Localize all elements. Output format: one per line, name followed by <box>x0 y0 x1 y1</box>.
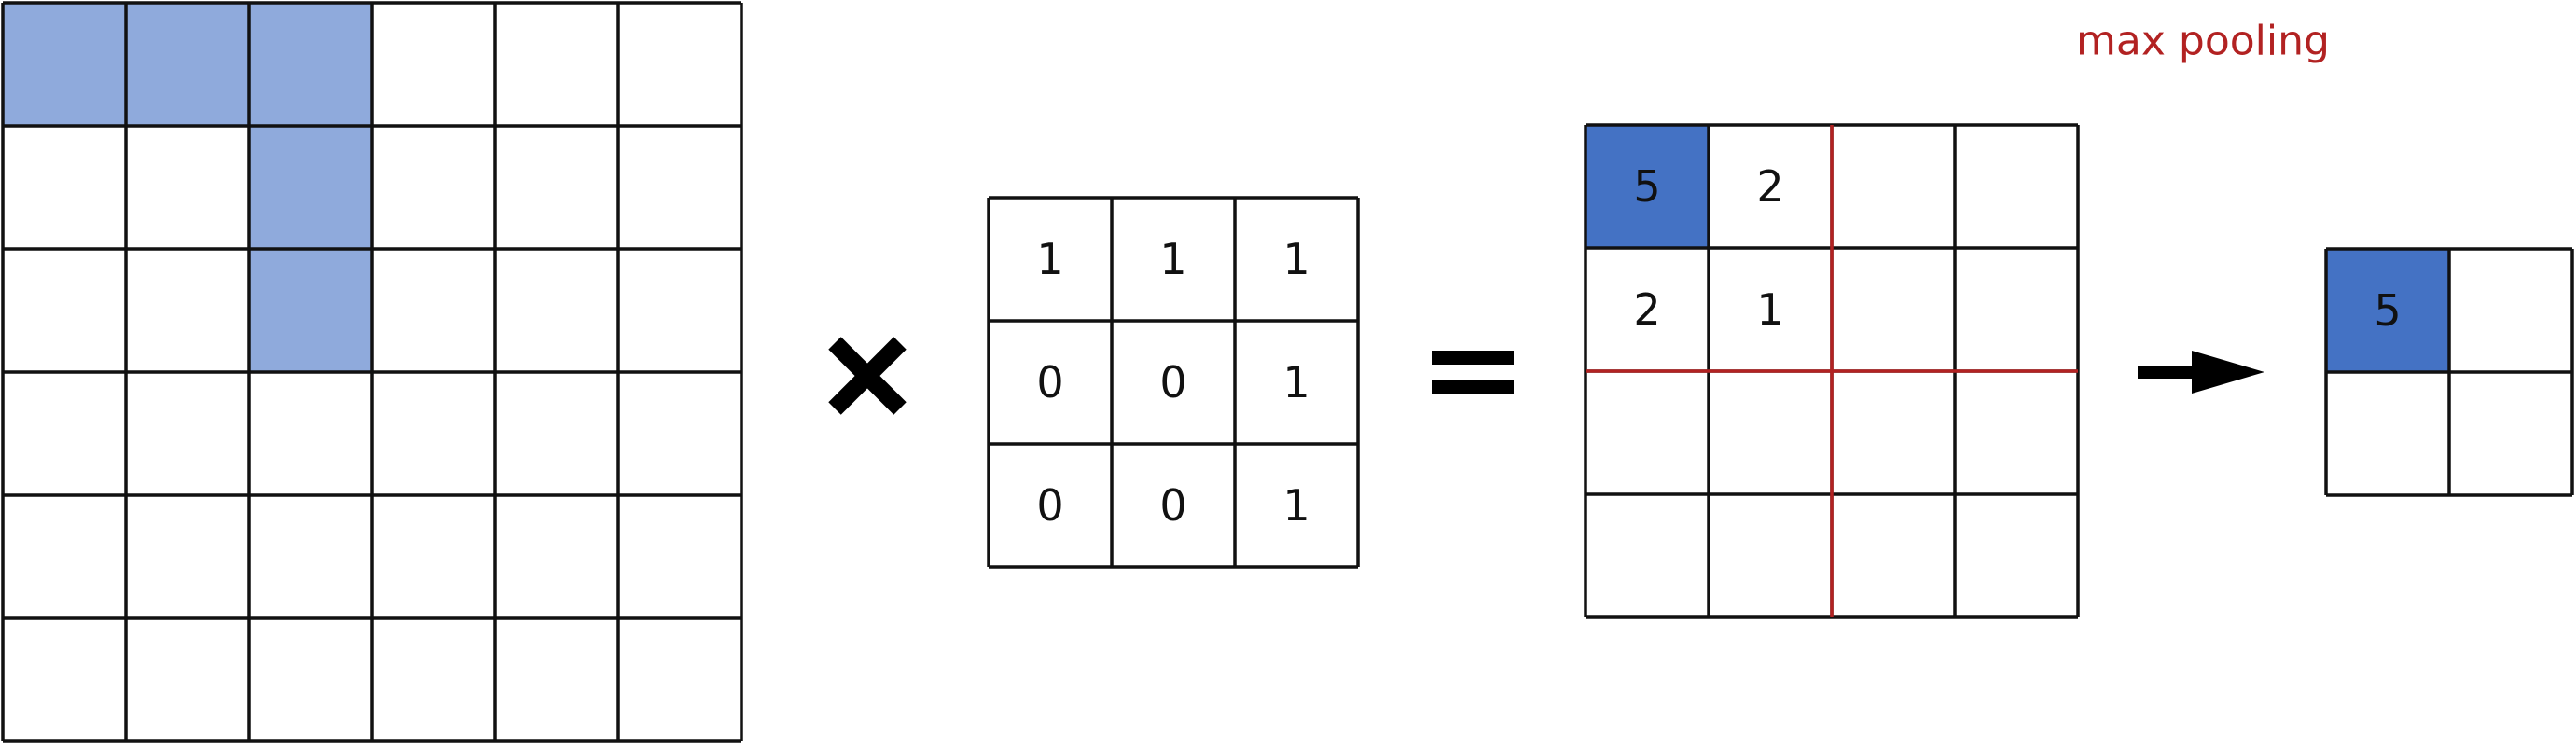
multiply-icon <box>828 337 907 415</box>
cell-value: 5 <box>1633 161 1660 212</box>
grid-cell <box>372 126 495 249</box>
grid-cell <box>1709 494 1832 617</box>
grid-cell <box>126 372 249 495</box>
grid-cell <box>2449 249 2572 372</box>
cell-value: 0 <box>1159 357 1186 408</box>
grid-cell <box>1235 198 1358 321</box>
grid-cell <box>1832 371 1955 494</box>
grid-cell <box>618 618 741 741</box>
grid-cell <box>249 618 372 741</box>
grid-cell <box>1586 371 1709 494</box>
grid-cell <box>1709 371 1832 494</box>
grid-cell <box>1955 494 2078 617</box>
grid-cell <box>495 372 618 495</box>
cell-value: 1 <box>1159 234 1186 284</box>
cell-value: 2 <box>1756 161 1783 212</box>
cell-value: 1 <box>1756 284 1783 335</box>
grid-cell <box>3 249 126 372</box>
grid-cell <box>495 495 618 618</box>
grid-cell <box>1832 248 1955 371</box>
grid-cell <box>495 249 618 372</box>
grid-cell <box>618 3 741 126</box>
grid-cell <box>1586 494 1709 617</box>
grid-cell <box>126 249 249 372</box>
grid-cell <box>1832 125 1955 248</box>
grid-cell <box>989 198 1112 321</box>
grid-cell <box>1832 494 1955 617</box>
pooled-output-grid: 5 <box>2324 247 2574 497</box>
grid-cell <box>989 321 1112 444</box>
cell-value: 0 <box>1036 480 1063 531</box>
grid-cell <box>3 372 126 495</box>
arrow-right-icon <box>2138 351 2264 394</box>
cell-value: 1 <box>1036 234 1063 284</box>
grid-cell <box>1709 248 1832 371</box>
max-pooling-label: max pooling <box>2076 18 2330 65</box>
grid-cell <box>1709 125 1832 248</box>
grid-cell <box>3 618 126 741</box>
grid-cell <box>2326 372 2449 495</box>
grid-cell <box>1112 198 1235 321</box>
grid-cell <box>249 495 372 618</box>
input-grid <box>1 1 743 743</box>
highlighted-cell <box>2326 249 2449 372</box>
cell-value: 1 <box>1282 234 1309 284</box>
grid-cell <box>372 372 495 495</box>
highlighted-cell <box>1586 125 1709 248</box>
grid-cell <box>126 618 249 741</box>
cell-value: 2 <box>1633 284 1660 335</box>
grid-cell <box>1112 321 1235 444</box>
grid-cell <box>372 3 495 126</box>
highlighted-cell <box>3 3 126 126</box>
grid-cell <box>2449 372 2572 495</box>
highlighted-cell <box>249 126 372 249</box>
grid-cell <box>126 495 249 618</box>
grid-cell <box>1955 371 2078 494</box>
kernel-grid: 1 1 1 0 0 1 0 0 1 <box>987 196 1360 569</box>
highlighted-cell <box>249 3 372 126</box>
grid-cell <box>1235 444 1358 567</box>
grid-cell <box>1586 248 1709 371</box>
cell-value: 5 <box>2374 285 2401 336</box>
grid-cell <box>1112 444 1235 567</box>
cell-value: 1 <box>1282 357 1309 408</box>
grid-cell <box>618 249 741 372</box>
grid-cell <box>618 495 741 618</box>
cell-value: 1 <box>1282 480 1309 531</box>
grid-cell <box>1235 321 1358 444</box>
grid-cell <box>1955 125 2078 248</box>
highlighted-cell <box>249 249 372 372</box>
highlighted-cell <box>126 3 249 126</box>
grid-cell <box>495 3 618 126</box>
feature-map-grid: 5 2 2 1 <box>1584 123 2080 619</box>
grid-cell <box>495 618 618 741</box>
grid-cell <box>3 495 126 618</box>
grid-cell <box>495 126 618 249</box>
grid-cell <box>126 126 249 249</box>
grid-cell <box>372 249 495 372</box>
grid-cell <box>989 444 1112 567</box>
grid-cell <box>249 372 372 495</box>
cell-value: 0 <box>1159 480 1186 531</box>
grid-cell <box>372 495 495 618</box>
grid-cell <box>372 618 495 741</box>
grid-cell <box>3 126 126 249</box>
equals-icon <box>1432 351 1514 394</box>
grid-cell <box>618 126 741 249</box>
grid-cell <box>1955 248 2078 371</box>
cell-value: 0 <box>1036 357 1063 408</box>
grid-cell <box>618 372 741 495</box>
